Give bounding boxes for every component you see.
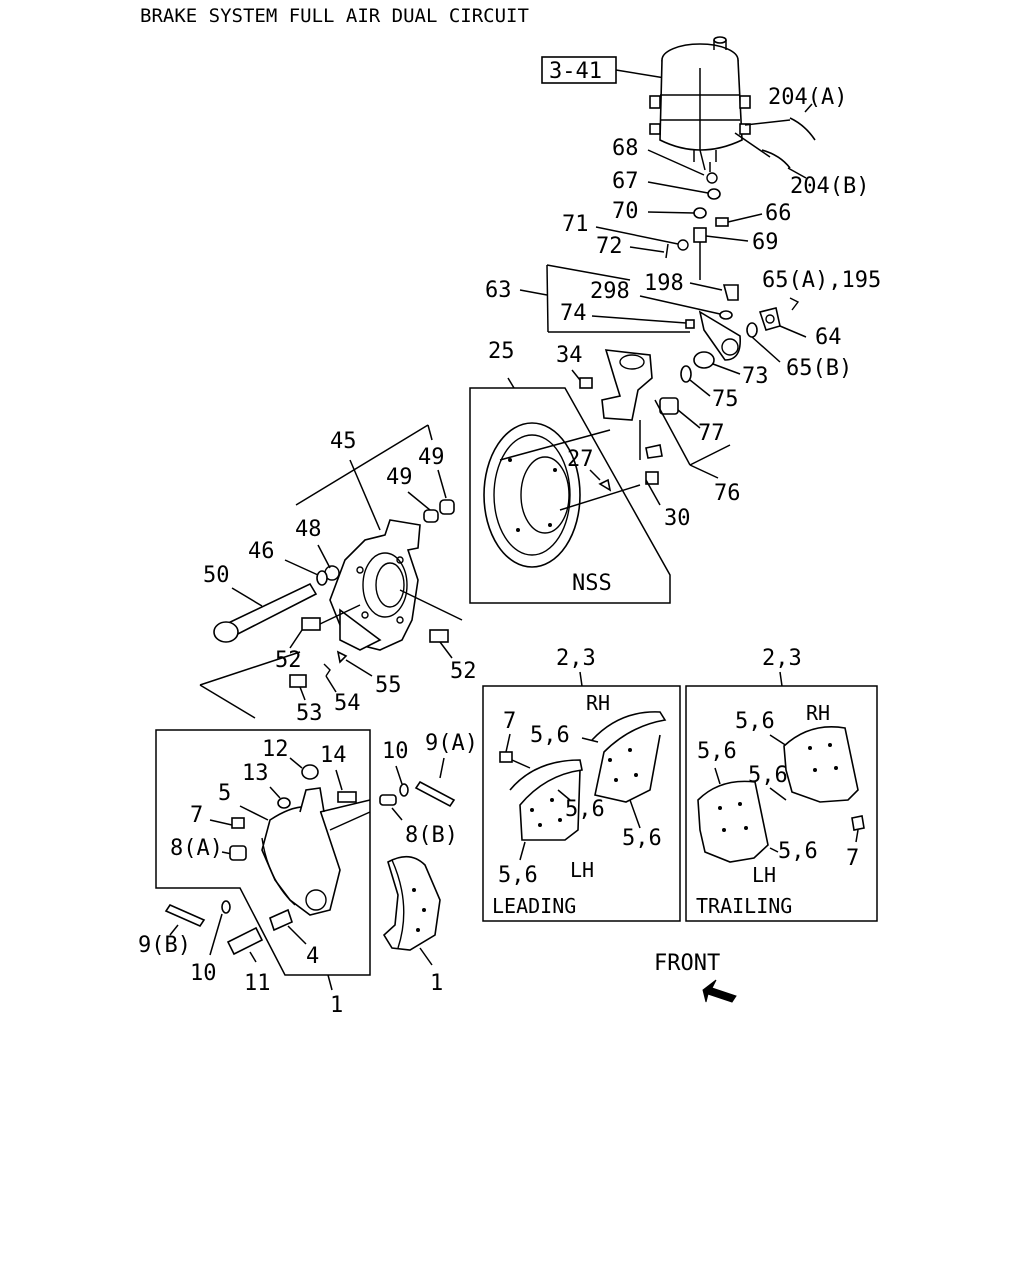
label-1a: 1 <box>330 993 343 1018</box>
label-4: 4 <box>306 944 319 969</box>
trailing-label-56b: 5,6 <box>697 739 737 764</box>
label-75: 75 <box>712 387 739 412</box>
leading-label-56b: 5,6 <box>565 797 605 822</box>
label-76: 76 <box>714 481 741 506</box>
label-30: 30 <box>664 506 691 531</box>
trailing-lining-rh <box>783 726 859 803</box>
label-71: 71 <box>562 212 589 237</box>
label-23-trailing: 2,3 <box>762 646 802 671</box>
label-63: 63 <box>485 278 512 303</box>
label-298: 298 <box>590 279 630 304</box>
trailing-lh-label: LH <box>752 863 776 887</box>
trailing-label-56a: 5,6 <box>735 709 775 734</box>
label-54: 54 <box>334 691 361 716</box>
ref-box-frame <box>541 56 617 84</box>
label-12: 12 <box>262 737 289 762</box>
label-8b: 8(B) <box>405 823 458 848</box>
label-10b: 10 <box>190 961 217 986</box>
label-65b: 65(B) <box>786 356 852 381</box>
label-52a: 52 <box>275 648 302 673</box>
dust-shield <box>483 422 581 568</box>
label-7a: 7 <box>190 803 203 828</box>
diagram-title: BRAKE SYSTEM FULL AIR DUAL CIRCUIT <box>140 5 529 27</box>
label-55: 55 <box>375 673 402 698</box>
label-70: 70 <box>612 199 639 224</box>
label-67: 67 <box>612 169 639 194</box>
shoe-assembly-box <box>155 729 371 976</box>
label-68: 68 <box>612 136 639 161</box>
camshaft-bracket <box>601 349 653 421</box>
nss-box <box>469 387 671 604</box>
label-69: 69 <box>752 230 779 255</box>
leading-label-56a: 5,6 <box>530 723 570 748</box>
label-74: 74 <box>560 301 587 326</box>
label-34: 34 <box>556 343 583 368</box>
label-10a: 10 <box>382 739 409 764</box>
front-arrow-icon <box>702 979 737 1003</box>
trailing-panel <box>685 685 878 922</box>
label-13: 13 <box>242 761 269 786</box>
label-25: 25 <box>488 339 515 364</box>
label-45: 45 <box>330 429 357 454</box>
label-nss: NSS <box>572 571 612 596</box>
trailing-rh-label: RH <box>806 701 830 725</box>
leading-caption: LEADING <box>492 894 576 918</box>
label-49a: 49 <box>386 465 413 490</box>
brake-shoe <box>261 805 341 916</box>
label-50: 50 <box>203 563 230 588</box>
leading-lh-label: LH <box>570 858 594 882</box>
leading-label-7: 7 <box>503 709 516 734</box>
label-23-leading: 2,3 <box>556 646 596 671</box>
trailing-label-56d: 5,6 <box>778 839 818 864</box>
trailing-label-7: 7 <box>846 846 859 871</box>
brake-shoe-lined <box>382 855 441 951</box>
trailing-lining-lh <box>697 780 769 863</box>
leading-lining-lh <box>509 759 583 841</box>
label-5: 5 <box>218 781 231 806</box>
trailing-caption: TRAILING <box>696 894 792 918</box>
label-66: 66 <box>765 201 792 226</box>
label-73: 73 <box>742 364 769 389</box>
leading-lining-rh <box>591 711 667 803</box>
leading-panel <box>482 685 681 922</box>
label-49b: 49 <box>418 445 445 470</box>
label-9a: 9(A) <box>425 731 478 756</box>
leading-label-56c: 5,6 <box>622 826 662 851</box>
leading-label-56d: 5,6 <box>498 863 538 888</box>
label-11: 11 <box>244 971 271 996</box>
label-9b: 9(B) <box>138 933 191 958</box>
label-204b: 204(B) <box>790 174 869 199</box>
label-48: 48 <box>295 517 322 542</box>
front-label: FRONT <box>654 951 720 976</box>
label-27: 27 <box>567 447 594 472</box>
brake-chamber: 3-41 <box>541 36 751 172</box>
label-52b: 52 <box>450 659 477 684</box>
label-8a: 8(A) <box>170 836 223 861</box>
label-64: 64 <box>815 325 842 350</box>
label-204a: 204(A) <box>768 85 847 110</box>
ref-box-label: 3-41 <box>549 59 602 84</box>
label-1b: 1 <box>430 971 443 996</box>
leading-rh-label: RH <box>586 691 610 715</box>
label-46: 46 <box>248 539 275 564</box>
label-198: 198 <box>644 271 684 296</box>
label-77: 77 <box>698 421 725 446</box>
trailing-label-56c: 5,6 <box>748 763 788 788</box>
label-14: 14 <box>320 743 347 768</box>
label-72: 72 <box>596 234 623 259</box>
label-53: 53 <box>296 701 323 726</box>
label-65a195: 65(A),195 <box>762 268 881 293</box>
